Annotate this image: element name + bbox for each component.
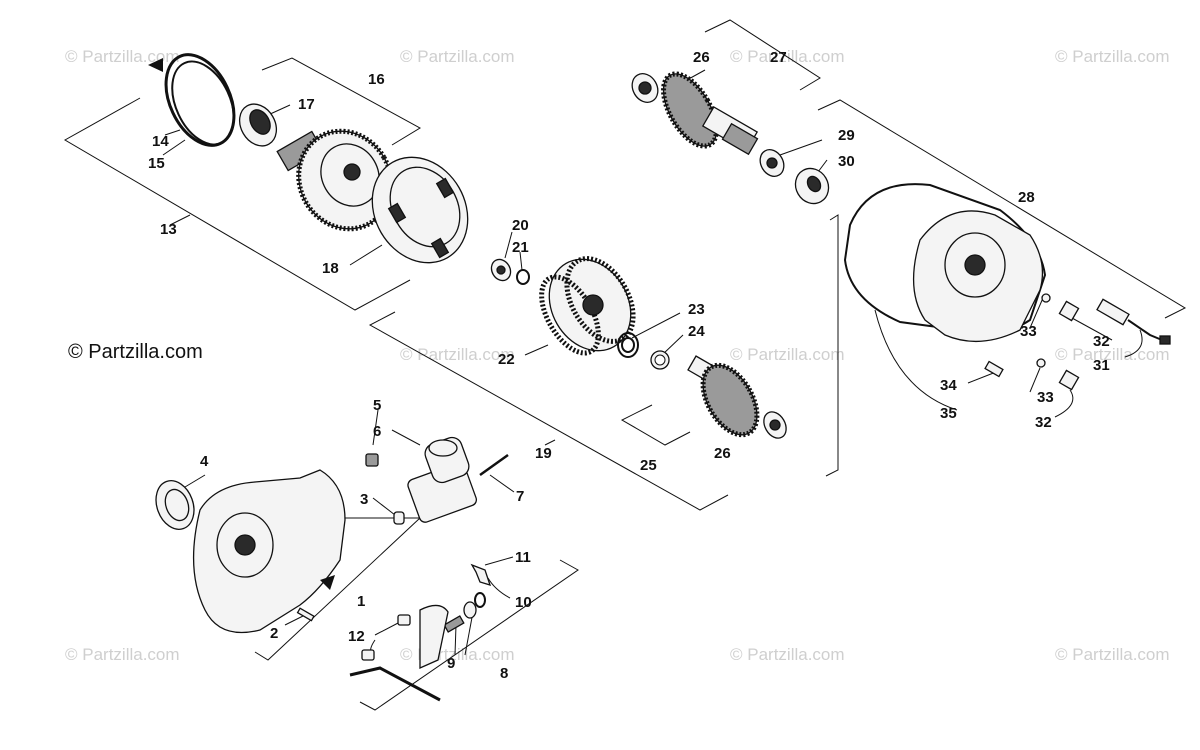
- callout-label: 4: [200, 453, 209, 470]
- direction-arrow-icon: [148, 58, 163, 72]
- callout-label: 2: [270, 625, 278, 642]
- callout-label: 17: [298, 96, 315, 113]
- watermark-text: © Partzilla.com: [730, 345, 845, 364]
- shaft-gear-25: [687, 355, 787, 439]
- cage-18: [371, 156, 469, 264]
- seal-26-top: [631, 73, 659, 103]
- shift-fork-8-12: [349, 563, 492, 702]
- callout-label: 16: [368, 71, 385, 88]
- seal-4: [155, 480, 195, 530]
- callout-label: 29: [838, 127, 855, 144]
- actuator-group-3-7: [365, 436, 509, 525]
- callout-label: 23: [688, 301, 705, 318]
- callout-label: 35: [940, 405, 957, 422]
- callout-label: 8: [500, 665, 508, 682]
- bearing-20-washer-21: [490, 258, 530, 285]
- callout-label: 32: [1035, 414, 1052, 431]
- callout-labels: 14 15 16 17 13 18 20 21 22 23 24 19 25 2…: [148, 49, 1110, 682]
- callout-label: 7: [516, 488, 524, 505]
- brand-watermark: © Partzilla.com: [68, 341, 203, 363]
- direction-arrow-icon: [320, 575, 335, 590]
- callout-label: 10: [515, 594, 532, 611]
- watermark-text: © Partzilla.com: [65, 47, 180, 66]
- watermark-text: © Partzilla.com: [1055, 47, 1170, 66]
- callout-label: 9: [447, 655, 455, 672]
- callout-label: 1: [357, 593, 365, 610]
- parts-drawings: [148, 53, 1171, 702]
- callout-label: 21: [512, 239, 529, 256]
- seal-29-bearing-30: [759, 149, 830, 205]
- watermark-text: © Partzilla.com: [65, 645, 180, 664]
- callout-label: 34: [940, 377, 957, 394]
- thrust-washer-23-24: [617, 332, 670, 370]
- callout-label: 26: [693, 49, 710, 66]
- bracket-lines: [63, 19, 1187, 711]
- callout-label: 18: [322, 260, 339, 277]
- callout-label: 27: [770, 49, 787, 66]
- watermark-text: © Partzilla.com: [1055, 645, 1170, 664]
- callout-label: 3: [360, 491, 368, 508]
- callout-label: 25: [640, 457, 657, 474]
- bearing-17: [238, 103, 278, 147]
- callout-label: 26: [714, 445, 731, 462]
- watermark-text: © Partzilla.com: [400, 645, 515, 664]
- callout-label: 33: [1037, 389, 1054, 406]
- sensor-bolts-31-34: [984, 293, 1171, 391]
- snap-ring-14-15: [148, 53, 236, 147]
- watermark-text: © Partzilla.com: [730, 645, 845, 664]
- watermark-text: © Partzilla.com: [400, 47, 515, 66]
- callout-label: 28: [1018, 189, 1035, 206]
- callout-label: 12: [348, 628, 365, 645]
- output-shaft-27: [661, 71, 759, 156]
- clutch-housing-16: [276, 128, 394, 232]
- gear-assembly-22: [539, 256, 636, 356]
- callout-label: 33: [1020, 323, 1037, 340]
- callout-label: 20: [512, 217, 529, 234]
- housing-28-gasket-35: [843, 183, 1047, 343]
- callout-label: 5: [373, 397, 381, 414]
- callout-label: 30: [838, 153, 855, 170]
- callout-label: 19: [535, 445, 552, 462]
- housing-1: [192, 469, 346, 634]
- callout-label: 11: [515, 549, 531, 566]
- callout-label: 32: [1093, 333, 1110, 350]
- callout-label: 6: [373, 423, 381, 440]
- callout-label: 22: [498, 351, 515, 368]
- callout-label: 24: [688, 323, 705, 340]
- watermark-text: © Partzilla.com: [1055, 345, 1170, 364]
- callout-label: 14: [152, 133, 169, 150]
- callout-label: 31: [1093, 357, 1110, 374]
- callout-label: 15: [148, 155, 165, 172]
- callout-label: 13: [160, 221, 177, 238]
- watermark-text: © Partzilla.com: [400, 345, 515, 364]
